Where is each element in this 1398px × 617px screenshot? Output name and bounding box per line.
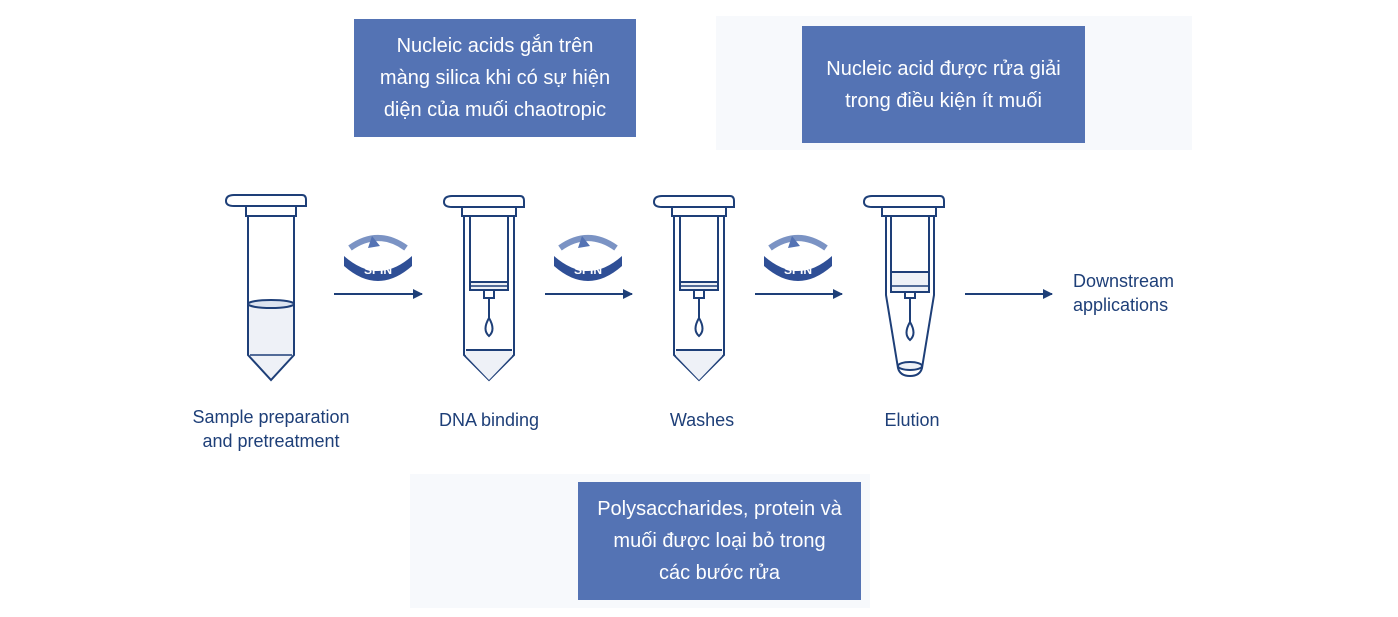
- downstream-label-line: Downstream: [1073, 271, 1175, 291]
- downstream-label-line: applications: [1073, 295, 1169, 315]
- binding-callout: Nucleic acids gắn trên màng silica khi c…: [354, 19, 636, 137]
- microcentrifuge-tube-icon: [224, 194, 307, 382]
- callout-line: Nucleic acids gắn trên: [396, 35, 594, 57]
- elution-callout: Nucleic acid được rửa giải trong điều ki…: [802, 26, 1085, 143]
- step-label-line: Sample preparation: [192, 407, 350, 427]
- spin-column-icon: [652, 195, 735, 382]
- downstream-applications-label: Downstream applications: [1073, 269, 1174, 317]
- spin-rotation-icon: SPIN: [344, 235, 412, 281]
- spin-label: SPIN: [364, 263, 392, 277]
- step-label-line: and pretreatment: [202, 431, 340, 451]
- callout-line: màng silica khi có sự hiện: [379, 67, 611, 89]
- washes-callout: Polysaccharides, protein và muối được lo…: [578, 482, 861, 600]
- step-label-dna-binding: DNA binding: [439, 408, 539, 432]
- spin-column-icon: [862, 195, 945, 378]
- callout-line: Nucleic acid được rửa giải: [826, 57, 1061, 80]
- spin-label: SPIN: [784, 263, 812, 277]
- callout-line: trong điều kiện ít muối: [845, 89, 1042, 112]
- step-label-elution: Elution: [884, 408, 939, 432]
- spin-label: SPIN: [574, 263, 602, 277]
- callout-line: diện của muối chaotropic: [383, 99, 607, 121]
- step-label-line: DNA binding: [438, 410, 540, 430]
- spin-rotation-icon: SPIN: [764, 235, 832, 281]
- callout-line: muối được loại bỏ trong: [613, 530, 826, 552]
- step-label-washes: Washes: [670, 408, 734, 432]
- callout-line: các bước rửa: [658, 562, 781, 584]
- step-label-sample-preparation: Sample preparation and pretreatment: [192, 405, 349, 453]
- spin-column-icon: [442, 195, 525, 382]
- spin-rotation-icon: SPIN: [554, 235, 622, 281]
- step-label-line: Washes: [669, 410, 735, 430]
- callout-line: Polysaccharides, protein và: [597, 498, 842, 520]
- step-label-line: Elution: [884, 410, 940, 430]
